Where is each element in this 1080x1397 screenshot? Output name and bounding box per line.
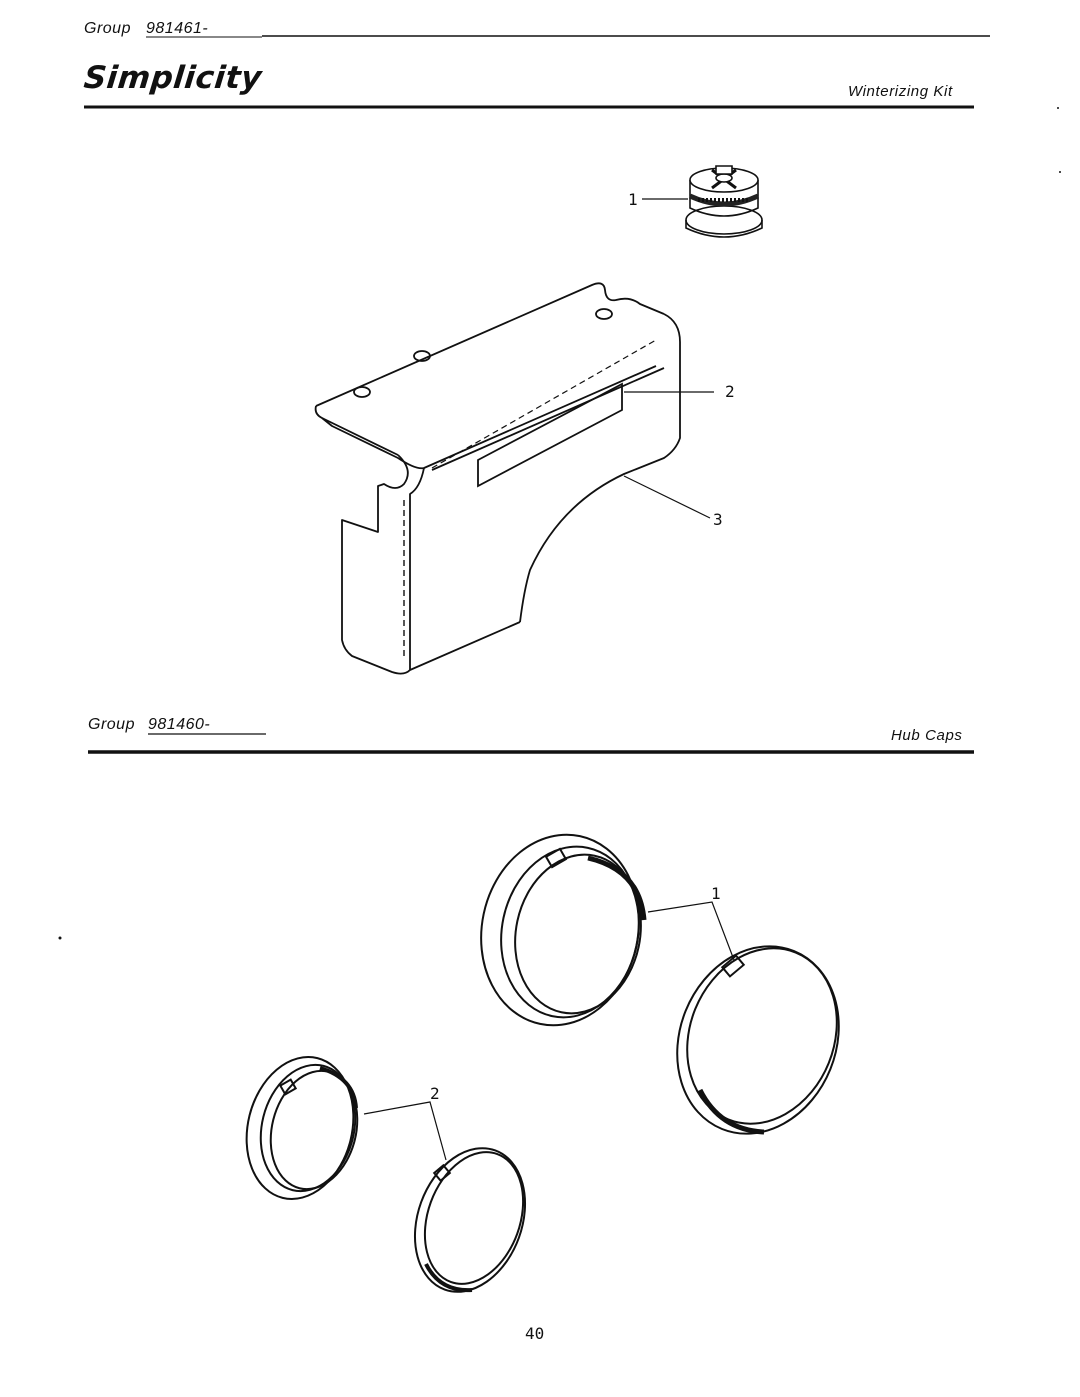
group-number-hub-caps: 981460- (148, 716, 211, 733)
section-title-winterizing-kit: Winterizing Kit (848, 83, 953, 100)
hubcap-cover-large (676, 945, 840, 1135)
hubcap-leader-lines (363, 901, 735, 1161)
winterizing-cap-drawing (685, 165, 763, 238)
section-title-hub-caps: Hub Caps (891, 727, 963, 744)
callout-1-hubcap-large: 1 (711, 884, 721, 903)
header-rules (84, 35, 990, 754)
page-number: 40 (525, 1324, 545, 1343)
hubcap-ring-large (480, 833, 647, 1027)
hubcap-cover-small (413, 1147, 527, 1293)
winterizing-decal-drawing (477, 382, 623, 488)
group-label-hub-caps: Group (88, 716, 135, 733)
group-number: 981461- (146, 20, 209, 37)
callout-1-cap: 1 (628, 190, 638, 209)
winterizing-shield-drawing (314, 282, 681, 675)
callout-3-shield: 3 (713, 510, 723, 529)
callout-2-decal: 2 (725, 382, 735, 401)
group-label: Group (84, 20, 131, 37)
callout-2-hubcap-small: 2 (430, 1084, 440, 1103)
hubcap-ring-small (245, 1056, 359, 1200)
